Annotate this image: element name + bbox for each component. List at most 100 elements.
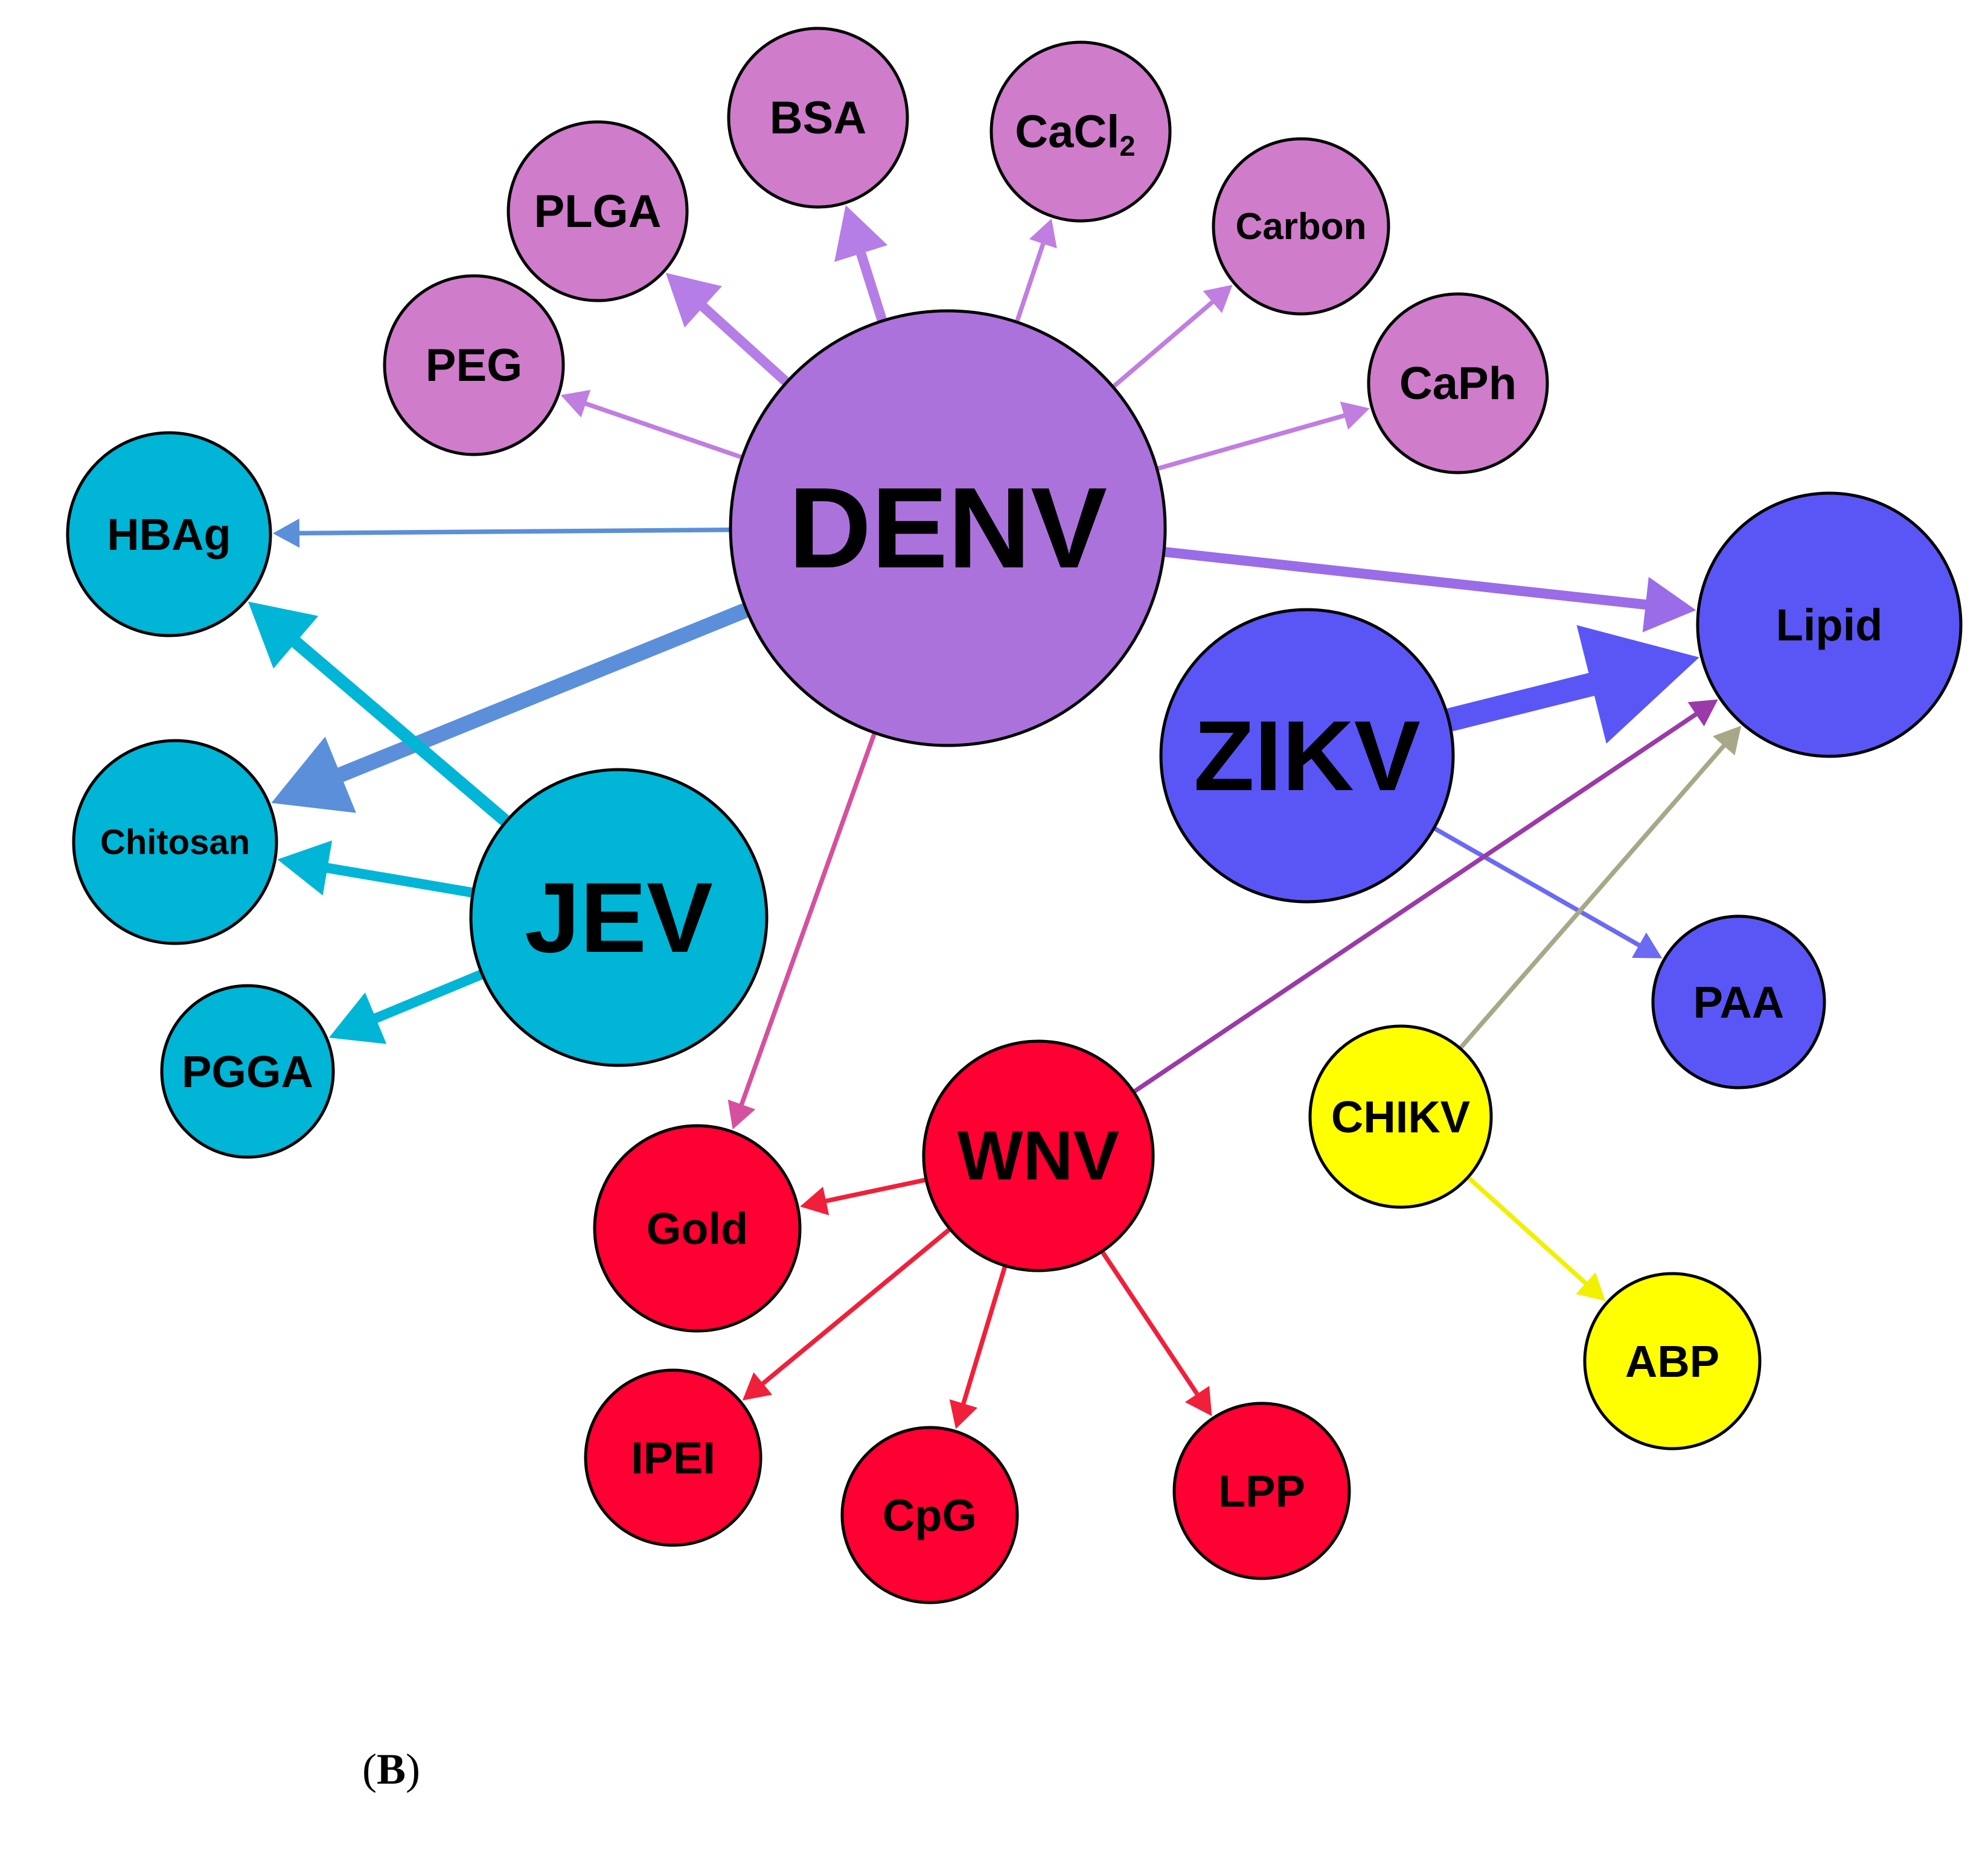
edge-line <box>1434 826 1641 948</box>
edge-line <box>372 969 483 1024</box>
edge-arrowhead <box>1631 932 1663 959</box>
node-circle <box>1159 608 1455 904</box>
node-label-text: HBAg <box>107 509 231 560</box>
node-label: ABP <box>1625 1336 1719 1386</box>
edge-arrowhead <box>1713 726 1742 756</box>
edge-DENV-Carbon <box>1112 284 1233 388</box>
node-label: Chitosan <box>100 823 250 862</box>
node-label-subscript: 2 <box>1119 130 1135 162</box>
edge-CHIKV-Lipid <box>1459 726 1742 1049</box>
edge-DENV-HBAg <box>272 518 730 548</box>
node-chikv[interactable]: CHIKV <box>1308 1024 1493 1209</box>
edge-DENV-PLGA <box>665 273 790 386</box>
edges-layer <box>248 205 1742 1429</box>
node-circle <box>66 431 272 637</box>
edge-DENV-PEG <box>560 389 742 459</box>
node-carbon[interactable]: Carbon <box>1212 137 1390 316</box>
node-jev[interactable]: JEV <box>469 768 769 1067</box>
edge-ZIKV-Lipid <box>1446 625 1699 744</box>
edge-line <box>1112 299 1215 388</box>
node-abp[interactable]: ABP <box>1583 1272 1762 1450</box>
edge-DENV-CaCl2 <box>1015 219 1057 322</box>
node-label: CpG <box>883 1490 977 1540</box>
node-circle <box>469 768 769 1067</box>
node-label: DENV <box>788 464 1107 592</box>
node-circle <box>1367 292 1549 474</box>
panel-label: (B) <box>362 1745 420 1793</box>
node-gold[interactable]: Gold <box>593 1124 802 1333</box>
node-chitosan[interactable]: Chitosan <box>72 739 278 945</box>
edge-line <box>325 863 473 898</box>
edge-line <box>1101 1251 1200 1397</box>
node-circle <box>72 739 278 945</box>
edge-line <box>698 302 790 386</box>
node-cacl2[interactable]: CaCl2 <box>989 40 1172 223</box>
node-label: WNV <box>957 1117 1119 1195</box>
node-bsa[interactable]: BSA <box>727 27 909 209</box>
node-caph[interactable]: CaPh <box>1367 292 1549 474</box>
node-hbag[interactable]: HBAg <box>66 431 272 637</box>
node-paa[interactable]: PAA <box>1651 914 1826 1090</box>
node-label: ZIKV <box>1194 700 1421 811</box>
node-label: PEG <box>426 340 523 391</box>
node-lpp[interactable]: LPP <box>1172 1402 1351 1580</box>
edge-arrowhead <box>1642 576 1696 633</box>
edge-line <box>760 1228 951 1386</box>
node-denv[interactable]: DENV <box>729 309 1167 747</box>
node-circle <box>729 309 1167 747</box>
node-label: CHIKV <box>1331 1092 1470 1142</box>
node-label-text: PGGA <box>182 1047 313 1097</box>
node-label-text: Gold <box>647 1204 749 1254</box>
edge-arrowhead <box>665 273 722 328</box>
edge-arrowhead <box>834 205 888 262</box>
node-circle <box>383 274 565 456</box>
edge-arrowhead <box>742 1372 773 1401</box>
node-label-text: ABP <box>1625 1336 1719 1386</box>
edge-WNV-LPP <box>1101 1251 1212 1417</box>
edge-arrowhead <box>272 518 300 548</box>
node-zikv[interactable]: ZIKV <box>1159 608 1455 904</box>
node-label: Gold <box>647 1204 749 1254</box>
node-circle <box>840 1426 1019 1604</box>
node-ipei[interactable]: IPEI <box>584 1368 762 1547</box>
edge-arrowhead <box>949 1399 978 1429</box>
edge-line <box>739 733 877 1106</box>
node-label-text: PEG <box>426 340 523 391</box>
node-circle <box>922 1039 1155 1272</box>
node-label-text: DENV <box>788 464 1107 592</box>
node-circle <box>1172 1402 1351 1580</box>
node-wnv[interactable]: WNV <box>922 1039 1155 1272</box>
node-label-text: Carbon <box>1236 206 1367 247</box>
node-circle <box>1696 491 1963 758</box>
node-label: CaCl2 <box>1015 106 1135 162</box>
edge-WNV-Lipid <box>1133 699 1718 1094</box>
node-label-text: CHIKV <box>1331 1092 1470 1142</box>
node-cpg[interactable]: CpG <box>840 1426 1019 1604</box>
edge-arrowhead <box>1203 284 1233 313</box>
node-label-text: CpG <box>883 1490 977 1540</box>
edge-arrowhead <box>1184 1385 1212 1417</box>
node-plga[interactable]: PLGA <box>507 120 689 302</box>
node-pgga[interactable]: PGGA <box>160 984 335 1159</box>
edge-DENV-Gold <box>727 733 877 1130</box>
edge-arrowhead <box>1029 219 1057 249</box>
node-circle <box>1308 1024 1493 1209</box>
edge-WNV-IPEI <box>742 1228 951 1401</box>
node-label: PAA <box>1693 977 1785 1027</box>
node-label-text: CaPh <box>1399 358 1517 409</box>
edge-DENV-BSA <box>834 205 888 322</box>
node-label: PGGA <box>182 1047 313 1097</box>
edge-arrowhead <box>277 840 333 896</box>
node-circle <box>584 1368 762 1547</box>
edge-line <box>1133 712 1698 1094</box>
node-label-text: IPEI <box>631 1433 715 1483</box>
edge-line <box>584 401 742 459</box>
node-peg[interactable]: PEG <box>383 274 565 456</box>
edge-JEV-Chitosan <box>277 840 473 898</box>
edge-line <box>1467 1176 1588 1286</box>
node-lipid[interactable]: Lipid <box>1696 491 1963 758</box>
node-label-text: ZIKV <box>1194 700 1421 811</box>
node-label: CaPh <box>1399 358 1517 409</box>
node-label-text: PLGA <box>534 186 661 237</box>
